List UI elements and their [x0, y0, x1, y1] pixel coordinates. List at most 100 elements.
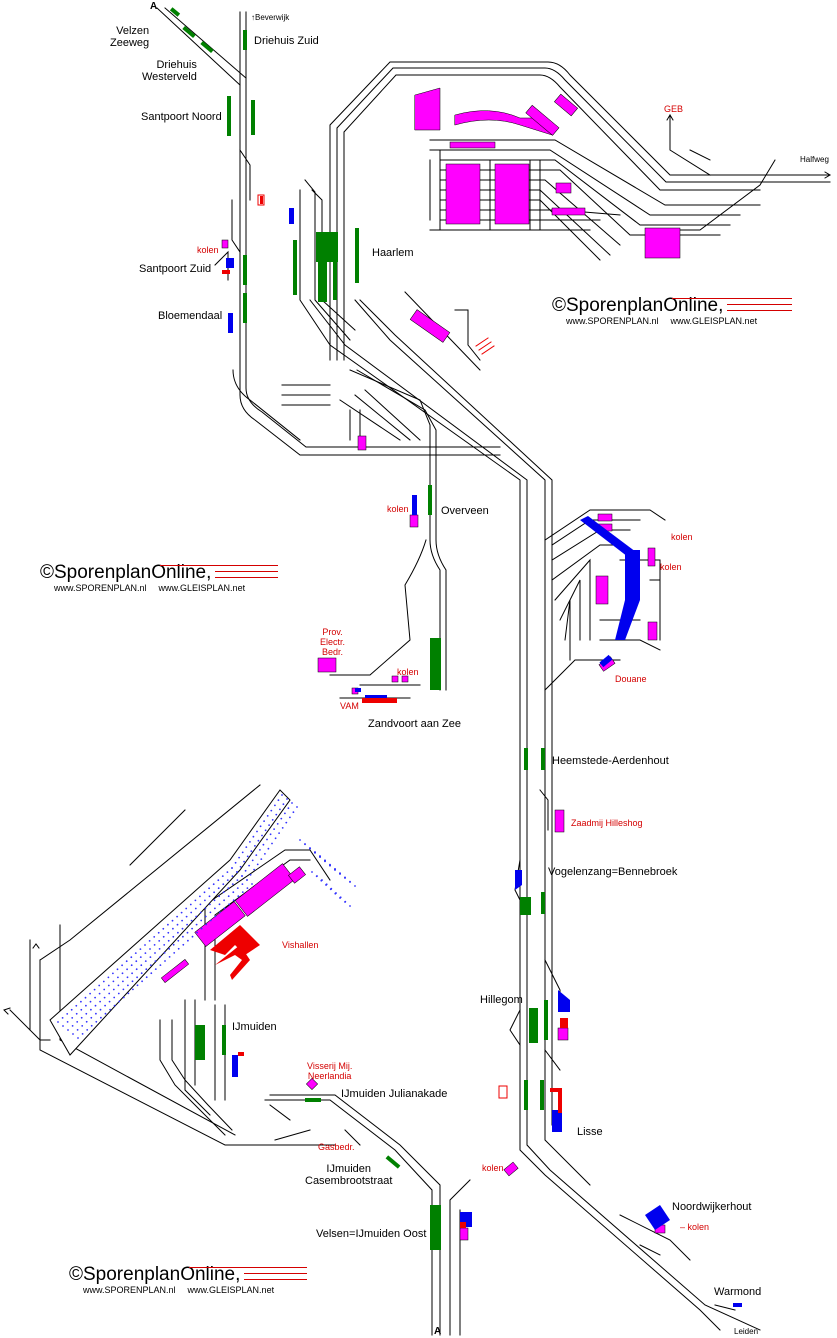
harbour-dot	[85, 1012, 88, 1015]
harbour-dot	[99, 1000, 101, 1003]
harbour-dot	[232, 899, 235, 902]
harbour-dot	[94, 996, 96, 999]
harbour-dot	[112, 972, 114, 975]
harbour-dot	[102, 980, 105, 983]
harbour-dot	[236, 879, 239, 881]
harbour-dot	[238, 856, 241, 859]
harbour-dot	[271, 819, 274, 821]
red-outline-markers	[257, 194, 508, 1099]
harbour-dot	[226, 879, 229, 881]
harbour-dot	[122, 996, 125, 999]
harbour-dot	[289, 816, 291, 819]
harbour-dot	[231, 867, 233, 869]
harbour-dot	[135, 960, 138, 963]
harbour-dot	[131, 972, 134, 975]
watermark-url-nl: www.SPORENPLAN.nl	[566, 316, 659, 326]
harbour-dot	[246, 887, 249, 889]
harbour-dot	[200, 919, 203, 922]
harbour-dot	[108, 992, 111, 995]
harbour-dot	[172, 943, 175, 946]
harbour-dot	[269, 833, 272, 836]
label-kolen-noordwijkerhout: – kolen	[680, 1222, 710, 1232]
harbour-dot	[281, 827, 284, 829]
harbour-dot	[172, 935, 175, 938]
harbour-dot	[259, 849, 261, 851]
harbour-dot	[195, 923, 198, 926]
harbour-dot	[144, 944, 146, 946]
harbour-dot	[122, 988, 125, 991]
harbour-dot	[127, 992, 130, 995]
harbour-dot	[335, 892, 337, 894]
harbour-dot	[98, 984, 101, 987]
label-prov-electr-bedr: Prov. Electr. Bedr.	[320, 627, 346, 657]
harbour-dot	[148, 940, 151, 942]
harbour-dot	[125, 960, 128, 963]
harbour-dot	[204, 899, 206, 902]
harbour-dot	[141, 980, 144, 983]
harbour-dot	[108, 1000, 111, 1003]
watermark-url-nl: www.SPORENPLAN.nl	[83, 1285, 176, 1295]
harbour-dot	[285, 821, 288, 824]
harbour-dot	[162, 927, 165, 930]
harbour-dot	[241, 875, 243, 877]
harbour-dot	[271, 842, 273, 845]
harbour-dot	[177, 931, 179, 934]
harbour-dot	[268, 824, 270, 826]
harbour-dot	[116, 968, 119, 971]
label-vishallen: Vishallen	[282, 940, 319, 950]
harbour-dot	[168, 956, 171, 958]
harbour-dot	[57, 1021, 59, 1023]
harbour-dot	[253, 868, 256, 871]
harbour-dot	[71, 1025, 74, 1027]
harbour-dot	[199, 903, 202, 906]
harbour-dot	[344, 876, 346, 879]
harbour-dot	[94, 1004, 97, 1007]
harbour-dot	[281, 794, 283, 796]
harbour-dot	[80, 1008, 83, 1011]
harbour-dot	[349, 880, 351, 883]
harbour-dot	[236, 871, 238, 873]
harbour-dot	[126, 976, 129, 979]
harbour-dot	[99, 1008, 102, 1011]
harbour-dot	[72, 1033, 74, 1035]
harbour-dot	[227, 895, 230, 898]
harbour-dot	[330, 887, 333, 890]
harbour-dot	[113, 1004, 116, 1007]
marker-a-top: A	[150, 1, 158, 12]
harbour-dot	[287, 807, 290, 810]
label-geb: GEB	[664, 104, 684, 114]
harbour-dot	[81, 1025, 84, 1027]
harbour-dot	[237, 895, 240, 898]
harbour-dot	[80, 1000, 82, 1003]
label-ijmuiden-casembrootstraat: IJmuiden Casembrootstraat	[305, 1163, 393, 1187]
harbour-dot	[158, 948, 161, 950]
harbour-dot	[251, 883, 253, 885]
harbour-dot	[76, 1021, 79, 1023]
harbour-dot	[157, 931, 160, 934]
harbour-dot	[163, 952, 166, 954]
harbour-dot	[209, 911, 212, 914]
harbour-dot	[309, 847, 311, 849]
harbour-dot	[144, 952, 147, 954]
harbour-dot	[231, 883, 234, 885]
watermark-url-nl: www.SPORENPLAN.nl	[54, 583, 147, 593]
harbour-dot	[121, 972, 124, 975]
harbour-dot	[107, 984, 110, 987]
label-santpoort-zuid: Santpoort Zuid	[139, 263, 212, 275]
harbour-dot	[172, 927, 174, 930]
line-haarlem-halfweg	[299, 61, 831, 1126]
harbour-dot	[251, 859, 254, 862]
harbour-dot	[173, 952, 176, 954]
line-zandvoort	[329, 369, 447, 699]
harbour-dot	[296, 806, 298, 808]
harbour-dot	[130, 956, 133, 959]
harbour-dot	[112, 988, 115, 991]
harbour-dot	[239, 865, 242, 868]
harbour-dot	[213, 899, 216, 902]
harbour-dot	[71, 1017, 74, 1019]
harbour-dot	[153, 944, 156, 946]
harbour-dot	[256, 863, 259, 866]
harbour-dot	[209, 903, 211, 906]
